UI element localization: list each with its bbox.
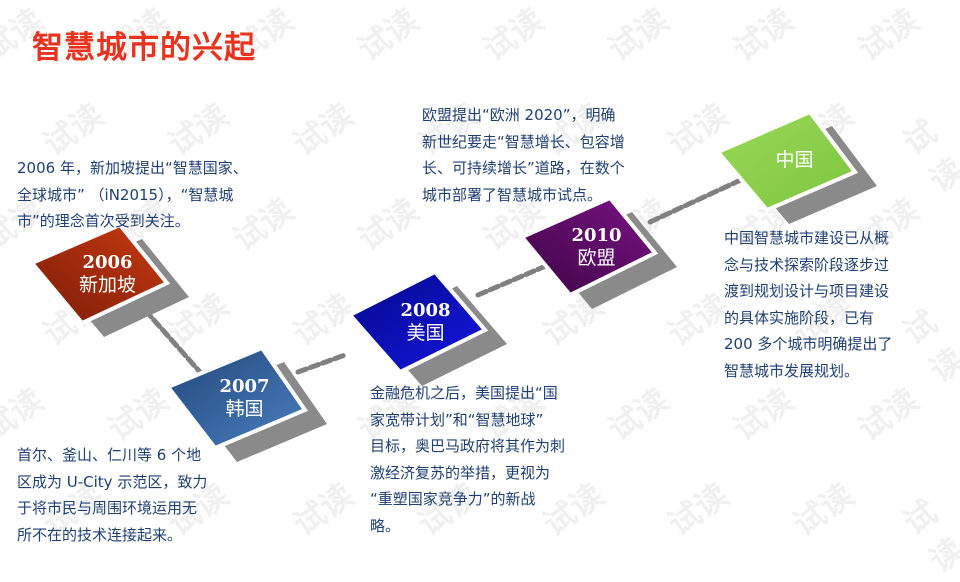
- usa-description: 金融危机之后，美国提出“国家宽带计划”和“智慧地球” 目标，奥巴马政府将其作为刺激…: [370, 380, 565, 539]
- dashed-connectors: [142, 175, 748, 375]
- description-line: 念与技术探索阶段逐步过: [724, 255, 890, 274]
- description-line: 的具体实施阶段，已有: [724, 308, 875, 327]
- description-line: 所不在的技术连接起来。: [17, 525, 183, 544]
- description-line: 新世纪要走“智慧增长、包容增: [422, 132, 625, 151]
- eu-description: 欧盟提出“欧洲 2020”，明确新世纪要走“智慧增长、包容增长、可持续增长”道路…: [422, 102, 625, 208]
- milestone-place: 中国: [775, 149, 814, 171]
- description-line: 中国智慧城市建设已从概: [724, 229, 890, 247]
- description-line: 金融危机之后，美国提出“国: [370, 384, 558, 402]
- description-line: 长、可持续增长”道路，在数个: [422, 159, 625, 177]
- milestone-shape-2006-singapore: [28, 222, 171, 326]
- milestone-shape-china: [714, 109, 859, 213]
- connector-2007-2008: [295, 352, 348, 375]
- description-line: 智慧城市发展规划。: [724, 361, 860, 380]
- milestone-label-china: 中国: [745, 149, 845, 171]
- korea-description: 首尔、釜山、仁川等 6 个地区成为 U-City 示范区，致力于将市民与周围环境…: [17, 442, 207, 548]
- milestone-place: 韩国: [225, 398, 264, 420]
- connector-2006-2007: [142, 307, 203, 375]
- connector-2008-2010: [475, 262, 551, 298]
- milestone-shape-2007-korea: [164, 345, 309, 451]
- description-line: 略。: [370, 516, 401, 535]
- china-description: 中国智慧城市建设已从概念与技术探索阶段逐步过渡到规划设计与项目建设的具体实施阶段…: [724, 225, 892, 384]
- description-line: 目标，奥巴马政府将其作为刺: [370, 437, 566, 455]
- timeline-graphic: [28, 109, 877, 462]
- description-line: 首尔、釜山、仁川等 6 个地: [17, 446, 202, 464]
- description-line: 200 多个城市明确提出了: [724, 335, 893, 353]
- description-line: 全球城市” （iN2015），“智慧城: [17, 185, 234, 204]
- milestone-shape-2008-usa: [346, 269, 489, 375]
- milestone-place: 新加坡: [78, 274, 136, 296]
- milestone-year: 2010: [571, 224, 622, 246]
- slide-title: 智慧城市的兴起: [32, 30, 256, 66]
- milestone-year: 2006: [82, 252, 133, 273]
- milestone-shape-2010-eu: [518, 195, 659, 298]
- description-line: 于将市民与周围环境运用无: [17, 499, 198, 517]
- description-line: 欧盟提出“欧洲 2020”，明确: [422, 106, 616, 124]
- singapore-description: 2006 年，新加坡提出“智慧国家、全球城市” （iN2015），“智慧城市”的…: [17, 155, 248, 235]
- milestone-place: 欧盟: [577, 246, 616, 269]
- description-line: 激经济复苏的举措，更视为: [370, 463, 551, 482]
- description-line: 区成为 U-City 示范区，致力: [17, 472, 208, 491]
- description-line: 城市部署了智慧城市试点。: [422, 185, 603, 204]
- milestone-year: 2007: [219, 376, 270, 397]
- description-line: 家宽带计划”和“智慧地球”: [370, 410, 544, 429]
- description-line: 2006 年，新加坡提出“智慧国家、: [17, 159, 248, 177]
- connector-2010-china: [647, 175, 748, 225]
- milestone-year: 2008: [400, 300, 451, 321]
- description-line: 渡到规划设计与项目建设: [724, 282, 890, 300]
- milestone-place: 美国: [406, 322, 445, 344]
- description-line: “重塑国家竞争力”的新战: [370, 490, 536, 508]
- description-line: 市”的理念首次受到关注。: [17, 212, 190, 230]
